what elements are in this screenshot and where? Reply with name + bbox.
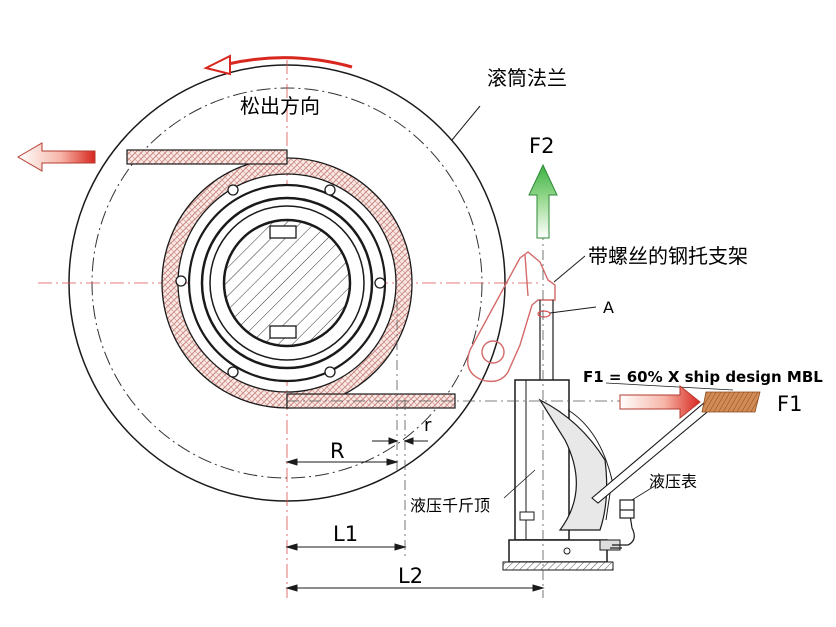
r-dimension — [372, 437, 428, 445]
curved-arrow-icon — [203, 54, 353, 76]
steel-bracket — [467, 251, 556, 383]
L2-dimension — [285, 584, 545, 592]
bracket-leader — [553, 255, 586, 283]
bolt-holes — [175, 184, 386, 378]
point-a-marker — [537, 310, 551, 318]
L1-dimension — [285, 543, 407, 551]
shaft-key-top — [269, 225, 297, 239]
jack-leader — [503, 469, 536, 499]
hydraulic-jack-label: 液压千斤顶 — [410, 496, 490, 515]
shaft-key-bottom — [269, 325, 297, 339]
pressure-gauge-label: 液压表 — [649, 472, 697, 491]
l2-label: L2 — [398, 564, 423, 588]
formula-label: F1 = 60% X ship design MBL — [583, 368, 823, 386]
bracket-label: 带螺丝的钢托支架 — [588, 244, 748, 268]
r-small-label: r — [424, 415, 432, 436]
flange-leader — [451, 105, 481, 141]
right-arrow-icon — [619, 384, 701, 420]
point-a-label: A — [603, 298, 614, 317]
rope — [701, 391, 761, 413]
gauge-leader — [631, 483, 659, 501]
left-arrow-icon — [17, 142, 96, 172]
brake-band-upper-strap — [126, 149, 288, 165]
f1-label: F1 — [777, 392, 802, 416]
up-arrow-icon — [528, 163, 558, 239]
formula-leader — [605, 382, 734, 391]
R-dimension — [285, 458, 399, 466]
l1-label: L1 — [333, 522, 358, 546]
payout-direction-label: 松出方向 — [240, 94, 320, 118]
shaft — [222, 218, 352, 348]
flange-label: 滚筒法兰 — [487, 66, 567, 90]
pressure-gauge — [610, 499, 635, 549]
r-big-label: R — [330, 439, 345, 463]
hydraulic-jack — [502, 379, 621, 571]
f2-label: F2 — [529, 134, 554, 158]
